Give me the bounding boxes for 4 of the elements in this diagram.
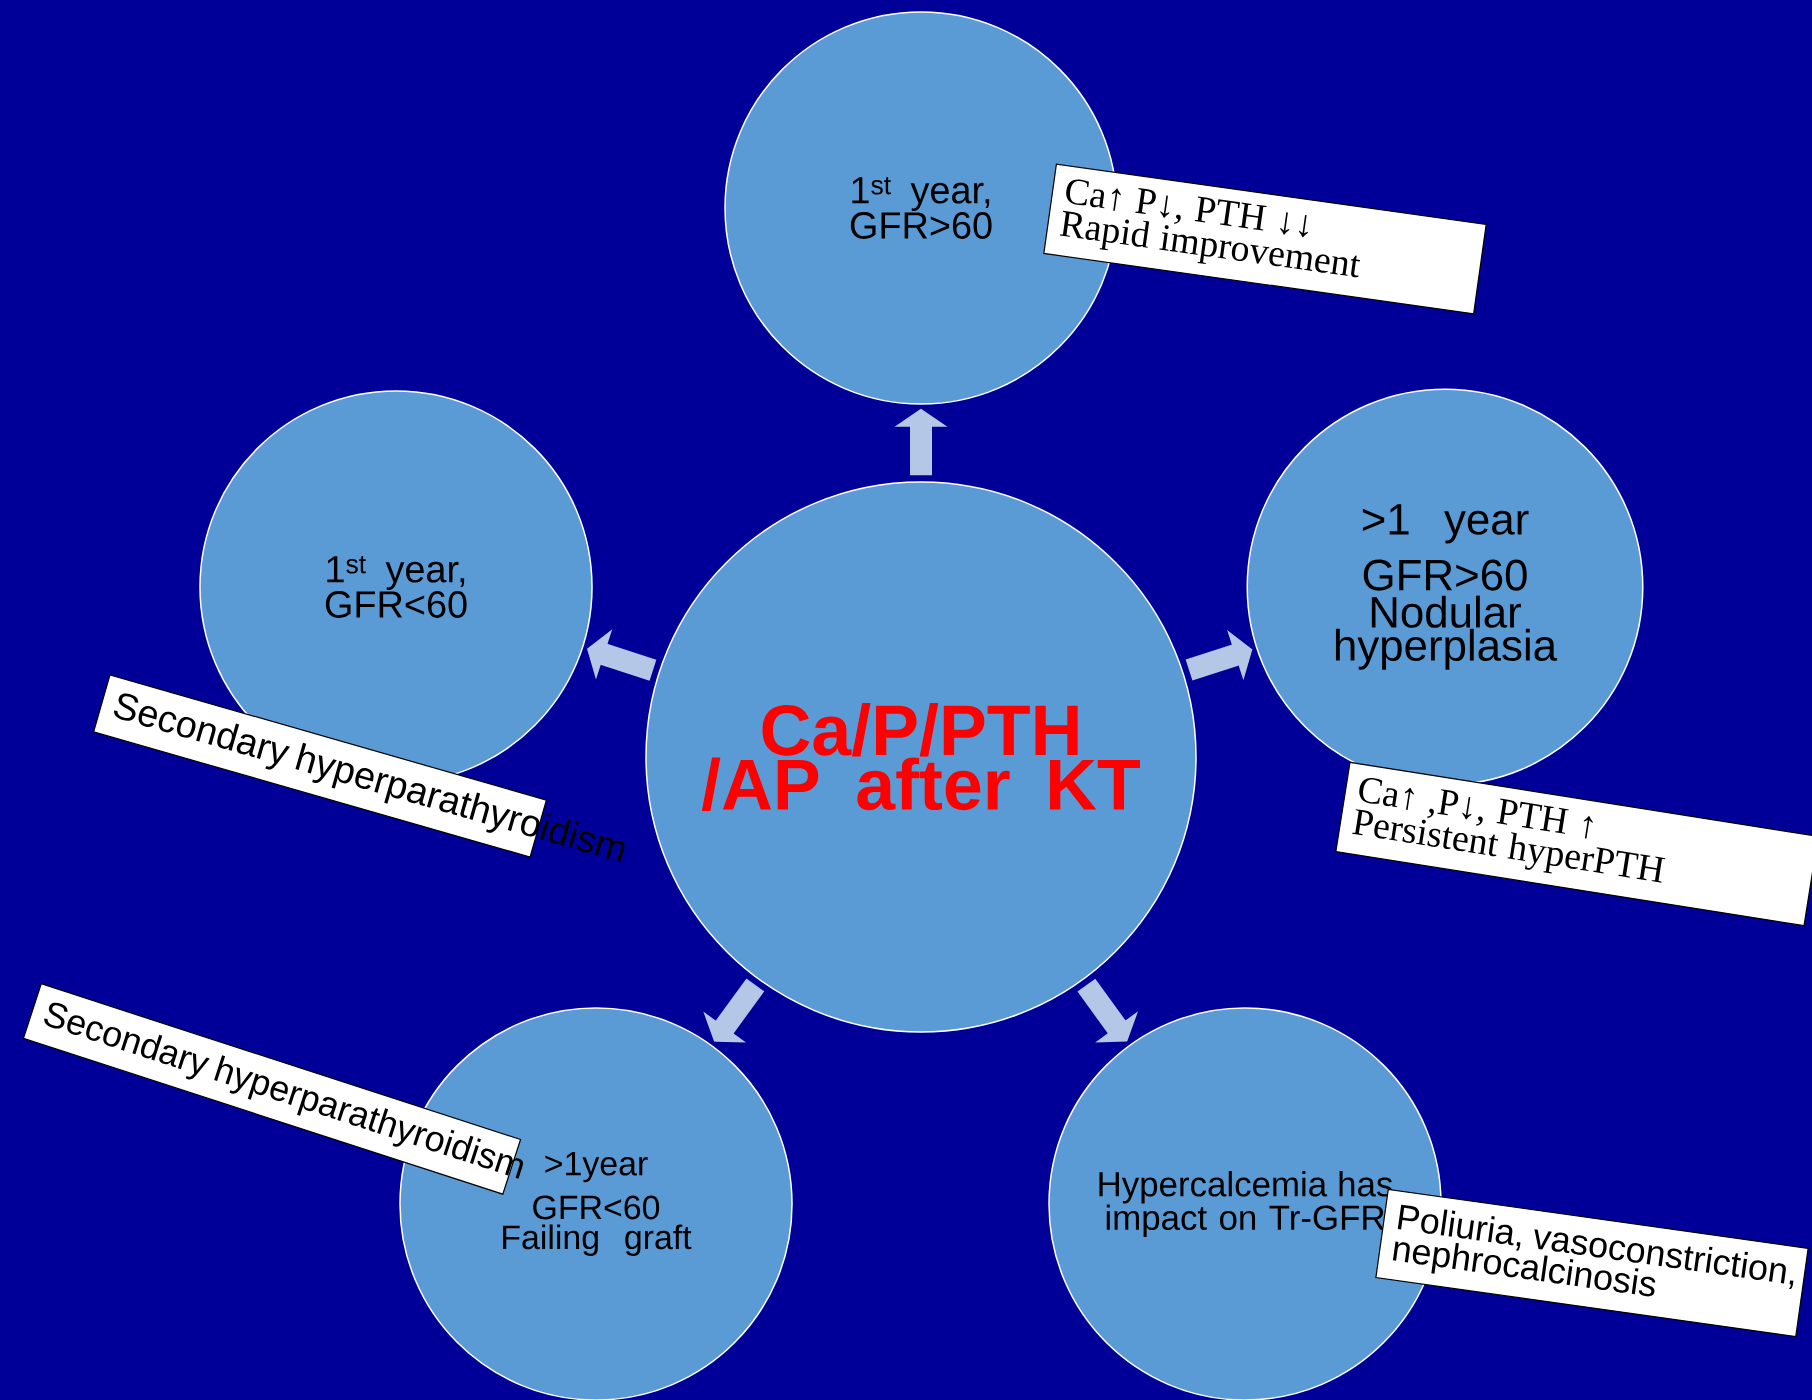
note-box: Ca↑ P↓, PTH ↓↓ Rapid improvement (1043, 163, 1487, 315)
block-arrow (1185, 629, 1253, 681)
block-arrow (1077, 978, 1139, 1043)
note-box: Ca↑ ,P↓, PTH ↑ Persistent hyperPTH (1335, 761, 1812, 927)
